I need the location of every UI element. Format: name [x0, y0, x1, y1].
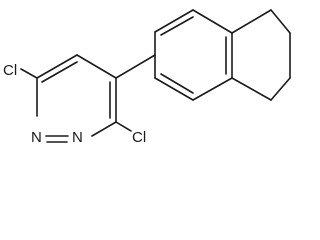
bond-c3-n2	[91, 121, 117, 137]
molecule-svg: Cl N N Cl	[3, 9, 291, 146]
bond-a6-a1	[154, 77, 194, 101]
bond-s5	[231, 77, 272, 101]
structure-diagram: Cl N N Cl	[3, 9, 291, 146]
bond-c6-c5-inner	[41, 61, 78, 83]
bond-c6-cl	[20, 68, 38, 79]
bond-a2-a3-inner	[160, 16, 194, 36]
atom-label-n1: N	[31, 129, 42, 146]
bond-s4	[270, 77, 291, 101]
benzene-ring	[154, 9, 233, 101]
pyridazine-ring	[20, 54, 132, 143]
bond-c3-cl	[115, 121, 132, 132]
bond-a6-a1-inner	[160, 73, 194, 94]
cyclohexane-ring	[231, 9, 291, 101]
bond-c6-c5	[36, 54, 78, 79]
bond-a3-a4	[192, 9, 233, 34]
bond-s2	[270, 9, 291, 34]
bond-s1	[231, 9, 272, 34]
bond-c5-c4	[76, 54, 117, 79]
bond-a5-a6	[192, 77, 233, 101]
bond-a2-a3	[154, 9, 194, 33]
bond-biaryl	[115, 54, 156, 79]
atom-label-n2: N	[72, 129, 83, 146]
atom-label-cl-left: Cl	[3, 62, 17, 79]
atom-label-cl-right: Cl	[132, 129, 146, 146]
